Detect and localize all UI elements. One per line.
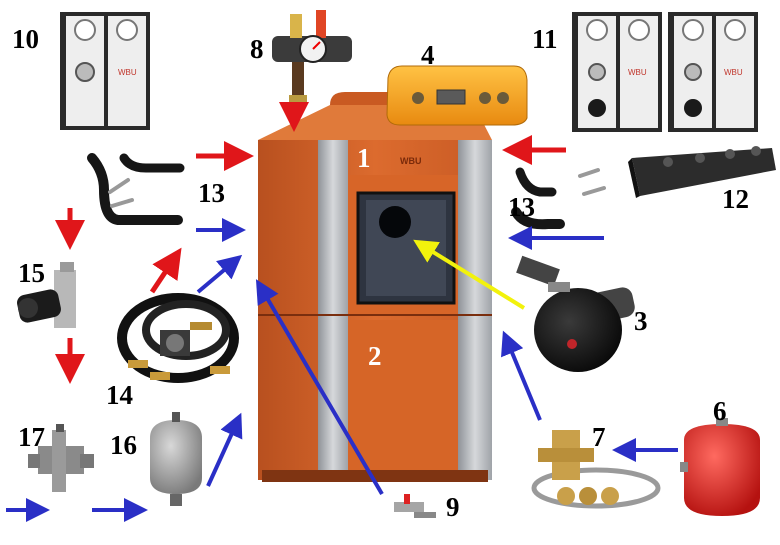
pump-group-panel-11a: WBU	[572, 12, 662, 132]
blue-arrows	[6, 218, 678, 522]
valve-body-17	[28, 424, 94, 492]
label-flex-hose-kit: 7	[592, 422, 606, 452]
distribution-manifold	[628, 146, 776, 198]
label-safety-group: 8	[250, 34, 264, 64]
arrow-blue-7-to-boiler	[501, 330, 542, 421]
label-pump-panel-11: 11	[532, 24, 558, 54]
arrow-yellow-burner-to-boiler	[413, 239, 526, 310]
arrow-red-14-to-13	[149, 247, 182, 294]
label-controller: 4	[421, 40, 435, 70]
label-boiler-upper: 1	[357, 143, 371, 173]
label-drain-valve: 9	[446, 492, 460, 522]
panel-10-brand: WBU	[118, 68, 137, 77]
label-gray-vessel: 16	[110, 430, 137, 460]
accessory-kit	[117, 293, 239, 383]
label-boiler-lower: 2	[368, 341, 382, 371]
safety-group	[272, 10, 352, 105]
drain-valve	[394, 494, 436, 518]
arrow-blue-16-to-boiler	[206, 412, 243, 487]
label-mixing-valve: 15	[18, 258, 45, 288]
yellow-arrows	[413, 239, 526, 310]
pipe-set-right	[511, 167, 606, 230]
pump-group-panel-11b: WBU	[668, 12, 758, 132]
controller-unit	[386, 65, 528, 126]
label-manifold: 12	[722, 184, 749, 214]
mixing-valve	[17, 262, 76, 328]
boiler: WBU	[258, 92, 492, 482]
label-pump-panel-10: 10	[12, 24, 39, 54]
panel-11b-brand: WBU	[724, 68, 743, 77]
pump-group-panel-10: WBU	[60, 12, 150, 130]
flex-hose-kit	[531, 430, 661, 509]
oil-burner	[516, 255, 635, 372]
pipe-set-left	[87, 153, 185, 225]
expansion-vessel-gray	[150, 412, 202, 506]
label-valve-body: 17	[18, 422, 45, 452]
red-arrows	[55, 102, 566, 384]
label-pipe-set-left: 13	[198, 178, 225, 208]
boiler-brand-text: WBU	[400, 156, 422, 166]
label-pipe-set-right: 13	[508, 192, 535, 222]
expansion-vessel-red	[680, 418, 760, 516]
label-red-vessel: 6	[713, 396, 727, 426]
arrow-blue-14-to-boiler	[196, 254, 243, 294]
arrow-blue-9-to-boiler	[255, 279, 384, 496]
panel-11a-brand: WBU	[628, 68, 647, 77]
label-accessory-kit: 14	[106, 380, 133, 410]
label-burner: 3	[634, 306, 648, 336]
